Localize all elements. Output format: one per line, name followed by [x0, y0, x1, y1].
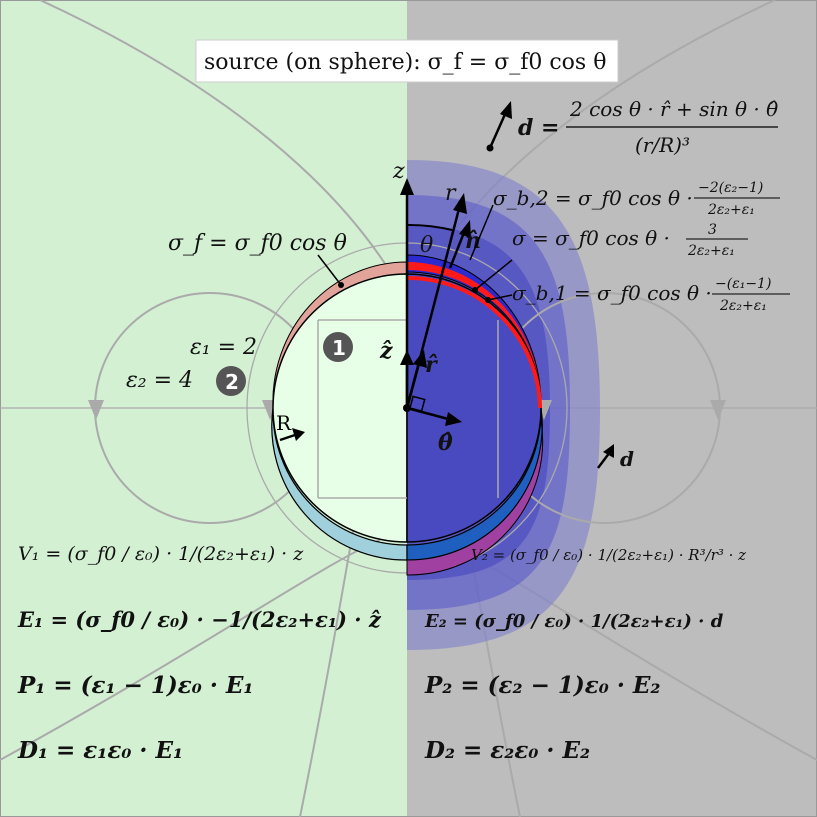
d-formula-denominator: (r/R)³	[635, 133, 690, 157]
d-small-arrow-icon	[597, 444, 614, 469]
sigma-b1-den: 2ε₂+ε₁	[719, 298, 767, 314]
sigma-num: 3	[708, 222, 717, 238]
sigma-b1-num: −(ε₁−1)	[715, 276, 771, 292]
title-text: source (on sphere): σ_f = σ_f0 cos θ	[204, 50, 606, 75]
region-2-number: 2	[225, 370, 239, 394]
sigma-b1-leader-dot	[485, 297, 491, 303]
region-2-badge: 2	[216, 366, 246, 396]
region-1-number: 1	[332, 336, 346, 360]
theta-label: θ	[420, 233, 433, 258]
sigma-lhs: σ = σ_f0 cos θ ·	[512, 226, 670, 250]
sigma-b2-leader	[469, 204, 494, 261]
origin-point	[403, 404, 411, 412]
r-label: r	[445, 181, 457, 206]
eq-V2: V₂ = (σ_f0 / ε₀) · 1/(2ε₂+ε₁) · R³/r³ · …	[471, 546, 746, 564]
theta-arc	[406, 223, 453, 231]
n-hat-label: n̂	[465, 228, 481, 254]
sigma-b2-den: 2ε₂+ε₁	[707, 202, 755, 218]
sigma-leader	[474, 259, 513, 291]
radius-marker	[279, 428, 305, 442]
eq-D2: D₂ = ε₂ε₀ · E₂	[424, 737, 590, 764]
sigma-b2-num: −2(ε₂−1)	[698, 180, 763, 196]
right-angle-marker	[409, 395, 426, 413]
theta-hat-label: θ̂	[438, 430, 453, 456]
eq-P1: P₁ = (ε₁ − 1)ε₀ · E₁	[17, 672, 253, 699]
n-hat-vector	[448, 220, 471, 269]
r-hat-label: r̂	[425, 352, 438, 378]
eq-E2: E₂ = (σ_f0 / ε₀) · 1/(2ε₂+ε₁) · d	[424, 611, 724, 632]
z-hat-label: ẑ	[379, 338, 393, 364]
d-arrow-icon	[486, 101, 512, 152]
d-formula-numerator: 2 cos θ · r̂ + sin θ · θ̂	[569, 97, 778, 121]
eps2-label: ε₂ = 4	[126, 368, 193, 393]
eq-V1: V₁ = (σ_f0 / ε₀) · 1/(2ε₂+ε₁) · z	[18, 543, 304, 565]
eps1-label: ε₁ = 2	[190, 335, 257, 360]
region-1-badge: 1	[323, 332, 353, 362]
sigma-den: 2ε₂+ε₁	[687, 243, 735, 259]
radius-label: R	[276, 411, 292, 435]
inner-field-lines	[317, 319, 499, 499]
sigma-b1-lhs: σ_b,1 = σ_f0 cos θ ·	[512, 281, 712, 305]
sigma-f-leader-dot	[338, 282, 344, 288]
d-formula-lhs: d =	[518, 115, 559, 141]
sphere-body	[272, 273, 542, 543]
eq-P2: P₂ = (ε₂ − 1)ε₀ · E₂	[424, 672, 660, 699]
sigma-b2-lhs: σ_b,2 = σ_f0 cos θ ·	[493, 186, 693, 210]
z-axis-label: z	[392, 159, 405, 184]
sigma-b1-leader	[487, 294, 513, 301]
sigma-f-left-label: σ_f = σ_f0 cos θ	[168, 231, 347, 256]
d-small-label: d	[620, 447, 634, 471]
title-box	[195, 39, 619, 83]
eq-D1: D₁ = ε₁ε₀ · E₁	[17, 737, 183, 764]
unit-vectors	[400, 350, 462, 426]
sigma-leader-dot	[472, 287, 478, 293]
sigma-f-leader	[317, 254, 342, 286]
eq-E1: E₁ = (σ_f0 / ε₀) · −1/(2ε₂+ε₁) · ẑ	[17, 607, 382, 632]
